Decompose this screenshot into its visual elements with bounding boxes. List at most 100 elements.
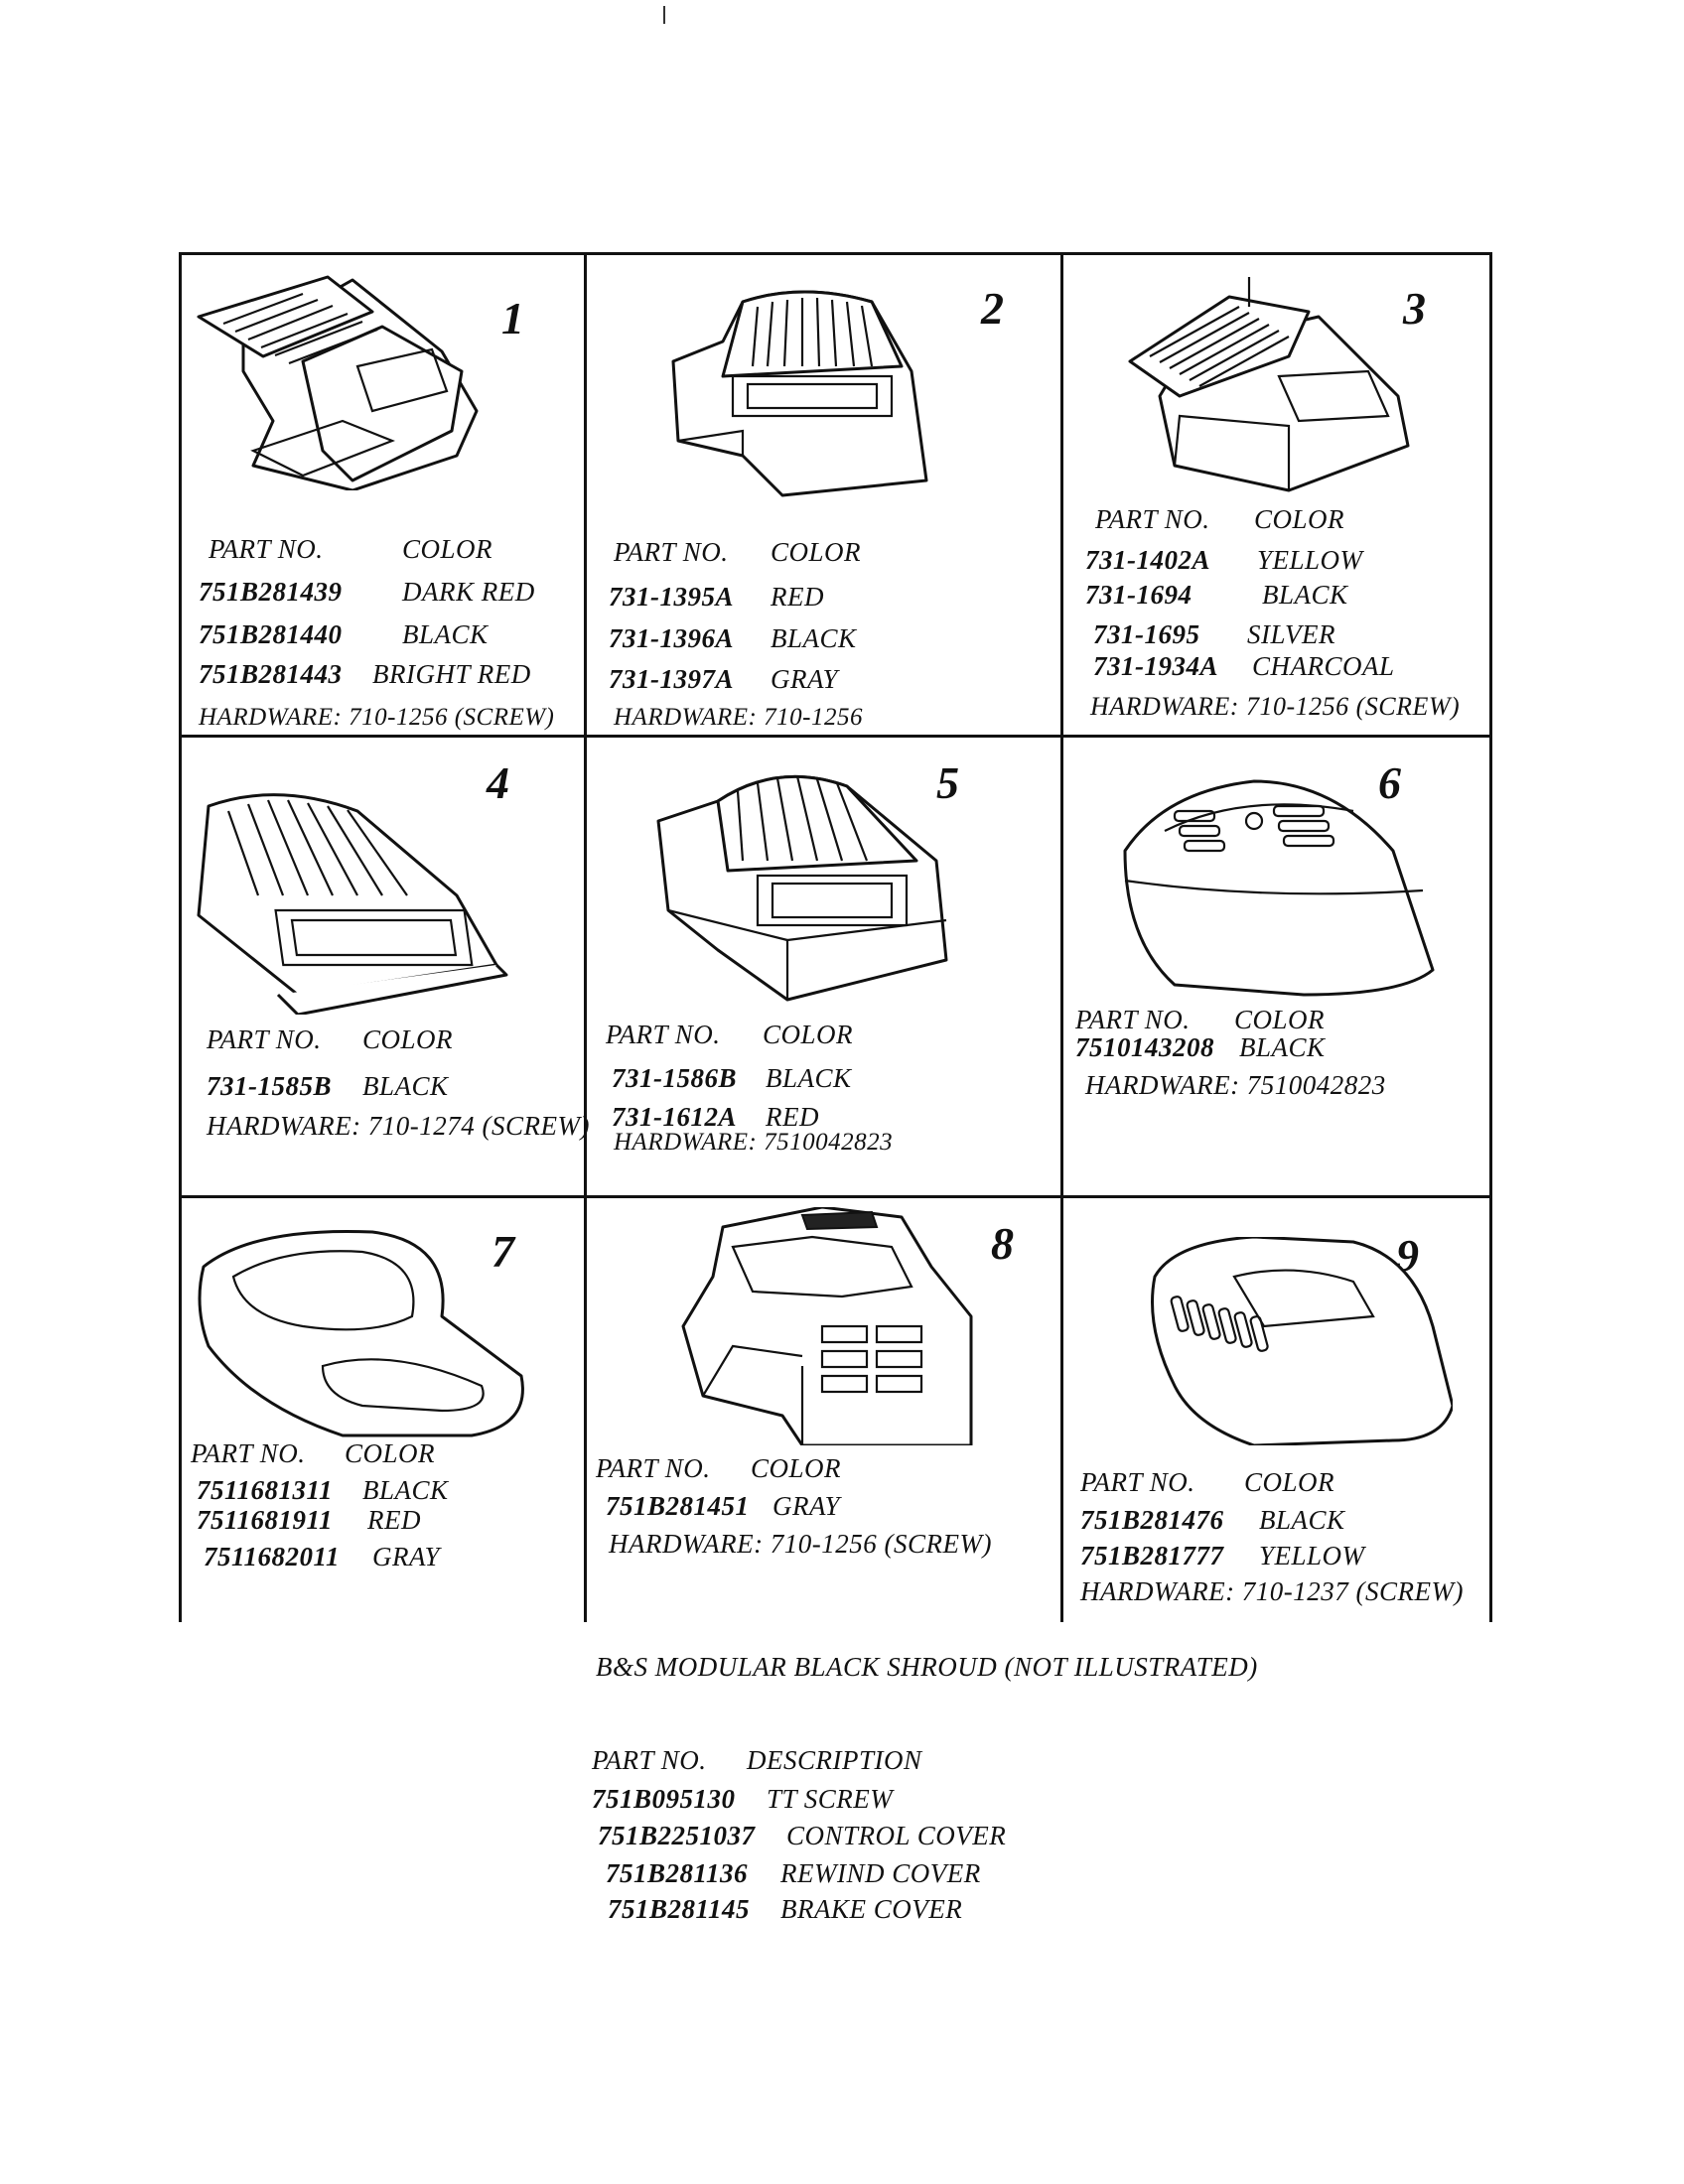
hardware-note: HARDWARE: 710-1256 (SCREW) bbox=[199, 704, 555, 731]
part-no-header: PART NO. bbox=[606, 1020, 721, 1049]
color-header: COLOR bbox=[345, 1438, 436, 1468]
part-color: GRAY bbox=[372, 1542, 441, 1571]
part-no-header: PART NO. bbox=[1080, 1467, 1195, 1497]
part-description: BRAKE COVER bbox=[780, 1894, 963, 1924]
item-number: 4 bbox=[487, 757, 509, 808]
part-description: TT SCREW bbox=[767, 1784, 894, 1814]
part-number: 731-1402A bbox=[1085, 545, 1210, 575]
color-header: COLOR bbox=[402, 534, 493, 564]
part-description: REWIND COVER bbox=[780, 1858, 981, 1888]
part-no-header: PART NO. bbox=[596, 1453, 711, 1483]
part-color: GRAY bbox=[771, 664, 839, 694]
part-no-header: PART NO. bbox=[1095, 504, 1210, 534]
hardware-note: HARDWARE: 710-1274 (SCREW) bbox=[207, 1111, 591, 1141]
part-cell-9: 9 PART NO. COLOR 751B281476 bbox=[1060, 1197, 1489, 1622]
grid-line bbox=[179, 735, 1491, 738]
part-no-header: PART NO. bbox=[209, 534, 324, 564]
part-color: BLACK bbox=[771, 623, 857, 653]
hardware-note: HARDWARE: 7510042823 bbox=[614, 1129, 894, 1156]
shroud-3-drawing bbox=[1120, 277, 1418, 495]
part-number: 731-1396A bbox=[609, 623, 734, 653]
hardware-note: HARDWARE: 710-1237 (SCREW) bbox=[1080, 1576, 1465, 1606]
item-number: 6 bbox=[1378, 757, 1401, 808]
part-number: 751B281777 bbox=[1080, 1541, 1224, 1570]
item-number: 1 bbox=[501, 293, 524, 343]
part-cell-1: 1 PART NO. COLOR 751B281439 DARK RED bbox=[179, 252, 584, 735]
color-header: COLOR bbox=[1244, 1467, 1335, 1497]
part-color: BLACK bbox=[362, 1475, 449, 1505]
part-number: 7511682011 bbox=[204, 1542, 341, 1571]
part-number: 7511681911 bbox=[197, 1505, 334, 1535]
part-color: RED bbox=[771, 582, 824, 612]
part-cell-2: 2 PART NO. COLOR 731-1395A bbox=[584, 252, 1060, 735]
hardware-note: HARDWARE: 7510042823 bbox=[1085, 1070, 1386, 1100]
color-header: COLOR bbox=[1254, 504, 1345, 534]
hardware-note: HARDWARE: 710-1256 (SCREW) bbox=[609, 1529, 993, 1559]
part-color: BLACK bbox=[1262, 580, 1348, 610]
color-header: COLOR bbox=[763, 1020, 854, 1049]
part-number: 751B281439 bbox=[199, 577, 343, 607]
part-description: CONTROL COVER bbox=[786, 1821, 1007, 1850]
part-color: GRAY bbox=[772, 1491, 841, 1521]
part-number: 751B281440 bbox=[199, 619, 343, 649]
parts-grid: 1 PART NO. COLOR 751B281439 DARK RED bbox=[179, 252, 1492, 1622]
part-color: SILVER bbox=[1247, 619, 1335, 649]
grid-line bbox=[1489, 252, 1492, 1622]
description-header: DESCRIPTION bbox=[747, 1745, 922, 1775]
part-cell-3: 3 PART NO. COLOR 731-1402A YELLOW bbox=[1060, 252, 1489, 735]
part-number: 731-1397A bbox=[609, 664, 734, 694]
color-header: COLOR bbox=[771, 537, 862, 567]
scan-mark bbox=[663, 6, 665, 24]
part-number: 751B281136 bbox=[606, 1858, 749, 1888]
item-number: 7 bbox=[491, 1226, 514, 1277]
part-cell-4: 4 PART NO. COLOR 731-1585B BLACK bbox=[179, 737, 590, 1195]
part-color: CHARCOAL bbox=[1252, 651, 1395, 681]
part-color: YELLOW bbox=[1257, 545, 1363, 575]
shroud-8-drawing bbox=[673, 1207, 981, 1445]
part-no-header: PART NO. bbox=[207, 1024, 322, 1054]
shroud-2-drawing bbox=[663, 282, 951, 500]
hardware-note: HARDWARE: 710-1256 bbox=[614, 704, 863, 731]
shroud-6-drawing bbox=[1105, 771, 1443, 1000]
grid-line bbox=[179, 252, 1491, 255]
part-cell-5: 5 PART NO. COLOR 731-1586B bbox=[584, 737, 1060, 1195]
grid-line bbox=[584, 252, 587, 1622]
part-number: 731-1934A bbox=[1093, 651, 1218, 681]
color-header: COLOR bbox=[1234, 1005, 1326, 1034]
hardware-note: HARDWARE: 710-1256 (SCREW) bbox=[1090, 692, 1461, 721]
part-number: 731-1585B bbox=[207, 1071, 332, 1101]
part-color: YELLOW bbox=[1259, 1541, 1365, 1570]
shroud-4-drawing bbox=[189, 786, 516, 1015]
part-number: 7510143208 bbox=[1075, 1032, 1214, 1062]
part-cell-6: 6 PART NO. bbox=[1060, 737, 1489, 1195]
part-color: RED bbox=[367, 1505, 421, 1535]
part-color: BLACK bbox=[402, 619, 489, 649]
part-number: 751B281451 bbox=[606, 1491, 750, 1521]
part-number: 751B095130 bbox=[592, 1784, 736, 1814]
part-number: 751B281443 bbox=[199, 659, 343, 689]
part-number: 731-1694 bbox=[1085, 580, 1193, 610]
part-number: 7511681311 bbox=[197, 1475, 334, 1505]
part-color: BLACK bbox=[1259, 1505, 1345, 1535]
item-number: 8 bbox=[991, 1218, 1014, 1269]
part-number: 731-1586B bbox=[612, 1063, 737, 1093]
part-cell-8: 8 PART bbox=[584, 1197, 1060, 1622]
part-no-header: PART NO. bbox=[191, 1438, 306, 1468]
part-color: BLACK bbox=[362, 1071, 449, 1101]
part-color: DARK RED bbox=[402, 577, 535, 607]
color-header: COLOR bbox=[362, 1024, 454, 1054]
part-number: 731-1612A bbox=[612, 1102, 737, 1132]
color-header: COLOR bbox=[751, 1453, 842, 1483]
grid-line bbox=[1060, 252, 1063, 1622]
section-title: B&S MODULAR BLACK SHROUD (NOT ILLUSTRATE… bbox=[596, 1652, 1258, 1682]
part-number: 751B281476 bbox=[1080, 1505, 1224, 1535]
item-number: 5 bbox=[936, 757, 959, 808]
item-number: 3 bbox=[1403, 283, 1426, 334]
grid-line bbox=[179, 1195, 1491, 1198]
part-no-header: PART NO. bbox=[1075, 1005, 1191, 1034]
part-color: BLACK bbox=[1239, 1032, 1326, 1062]
shroud-7-drawing bbox=[194, 1227, 531, 1445]
item-number: 2 bbox=[981, 283, 1004, 334]
part-number: 731-1695 bbox=[1093, 619, 1200, 649]
